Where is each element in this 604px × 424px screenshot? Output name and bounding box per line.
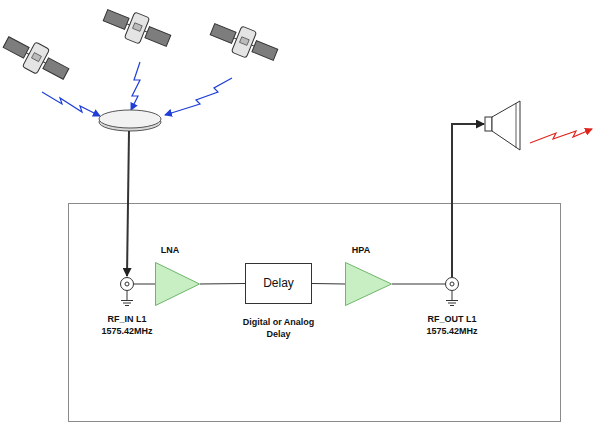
transmit-bolt: [530, 129, 592, 143]
rf-connector-outline: [445, 277, 459, 291]
satellite: [0, 30, 73, 87]
connector-pin: [125, 282, 129, 286]
solar-panel: [145, 27, 171, 47]
ground-symbol: [446, 291, 458, 306]
satellite-body: [22, 42, 49, 74]
signal-line: [134, 284, 155, 285]
solar-panel: [43, 58, 69, 79]
amplifier-triangle-outline: [345, 262, 392, 306]
signal-bolt: [165, 78, 232, 115]
connector-ring: [121, 278, 134, 291]
rf-connector: RF_IN L1 1575.42MHz: [120, 277, 134, 291]
port-label: RF_OUT L1 1575.42MHz: [412, 314, 492, 337]
signal-bolt: [131, 62, 140, 110]
satellite-detail: [32, 53, 42, 62]
rf-connector-outline: [120, 277, 134, 291]
amplifier-triangle: LNA: [155, 262, 200, 306]
satellite: [207, 16, 281, 67]
solar-panel: [210, 24, 236, 44]
dish-antenna: [99, 110, 161, 128]
signal-line: [392, 284, 445, 285]
port-label: RF_IN L1 1575.42MHz: [90, 314, 164, 337]
solar-panel: [252, 41, 278, 61]
signal-line: [200, 283, 245, 285]
horn-aperture: [516, 103, 517, 148]
amplifier-body: [346, 263, 392, 306]
output-cable: [452, 124, 484, 277]
solar-panel: [103, 10, 129, 30]
solar-panel: [3, 37, 29, 58]
housing-box: [69, 204, 561, 422]
horn-antenna: [492, 101, 520, 150]
process-box: DelayDigital or Analog Delay: [245, 263, 312, 304]
ground-symbol: [121, 291, 133, 306]
amplifier-triangle: HPA: [345, 262, 392, 306]
connector-pin: [450, 282, 454, 286]
amplifier-label: LNA: [161, 245, 180, 257]
signal-bolt: [42, 92, 100, 116]
satellite-body: [124, 12, 149, 44]
rf-connector: RF_OUT L1 1575.42MHz: [445, 277, 459, 291]
amplifier-label: HPA: [352, 245, 370, 257]
antenna-cable: [127, 131, 129, 276]
satellite-body: [231, 26, 256, 58]
box-caption: Digital or Analog Delay: [234, 317, 324, 340]
amplifier-body: [156, 263, 200, 306]
horn-feed: [485, 117, 492, 131]
satellite-detail: [240, 37, 250, 46]
satellite: [100, 2, 174, 53]
amplifier-triangle-outline: [155, 262, 200, 306]
satellite-detail: [133, 23, 143, 32]
box-label: Delay: [263, 276, 294, 292]
connector-ring: [446, 278, 459, 291]
signal-line: [312, 283, 345, 285]
